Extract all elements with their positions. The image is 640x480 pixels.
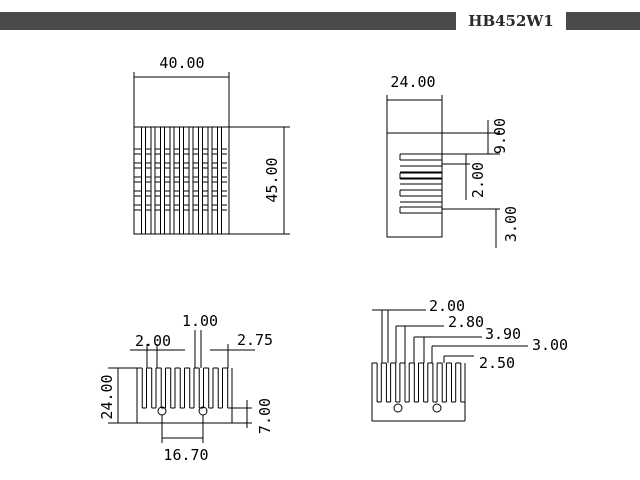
header-bar-left — [0, 12, 456, 30]
mounting-hole-right — [432, 403, 442, 413]
header-bar-right — [566, 12, 640, 30]
mounting-hole-left — [393, 403, 403, 413]
bottom-right-view — [371, 309, 528, 422]
dim-height-top-left: 45.00 — [263, 157, 281, 202]
dim-height-bottom-left: 24.00 — [98, 374, 116, 419]
dim-gap-bottom-left: 2.00 — [135, 332, 171, 350]
dim-4-bottom-right: 3.00 — [532, 336, 568, 354]
dim-base-bottom-left: 7.00 — [256, 398, 274, 434]
front-profile — [136, 367, 233, 424]
dim-2-top-right: 2.00 — [469, 162, 487, 198]
dim-hole-span-bottom-left: 16.70 — [163, 446, 208, 464]
top-left-view — [133, 72, 290, 235]
dim-width-top-right: 24.00 — [390, 73, 435, 91]
dim-width-top-left: 40.00 — [159, 54, 204, 72]
dim-9-top-right: 9.00 — [491, 118, 509, 154]
fin-grid — [134, 127, 227, 234]
dim-3-bottom-right: 3.90 — [485, 325, 521, 343]
heatsink-outline-top-view — [133, 126, 230, 235]
dim-3-top-right: 3.00 — [502, 206, 520, 242]
dim-1-bottom-right: 2.00 — [429, 297, 465, 315]
dim-2-bottom-right: 2.80 — [448, 313, 484, 331]
model-code: HB452W1 — [468, 12, 554, 30]
side-fins — [399, 153, 442, 214]
bottom-left-view — [108, 330, 255, 443]
top-right-view — [386, 95, 500, 248]
front-profile-detail — [371, 362, 466, 422]
heatsink-outline-side-view — [386, 132, 443, 238]
dim-fin-bottom-left: 1.00 — [182, 312, 218, 330]
dim-5-bottom-right: 2.50 — [479, 354, 515, 372]
dim-pitch-bottom-left: 2.75 — [237, 331, 273, 349]
